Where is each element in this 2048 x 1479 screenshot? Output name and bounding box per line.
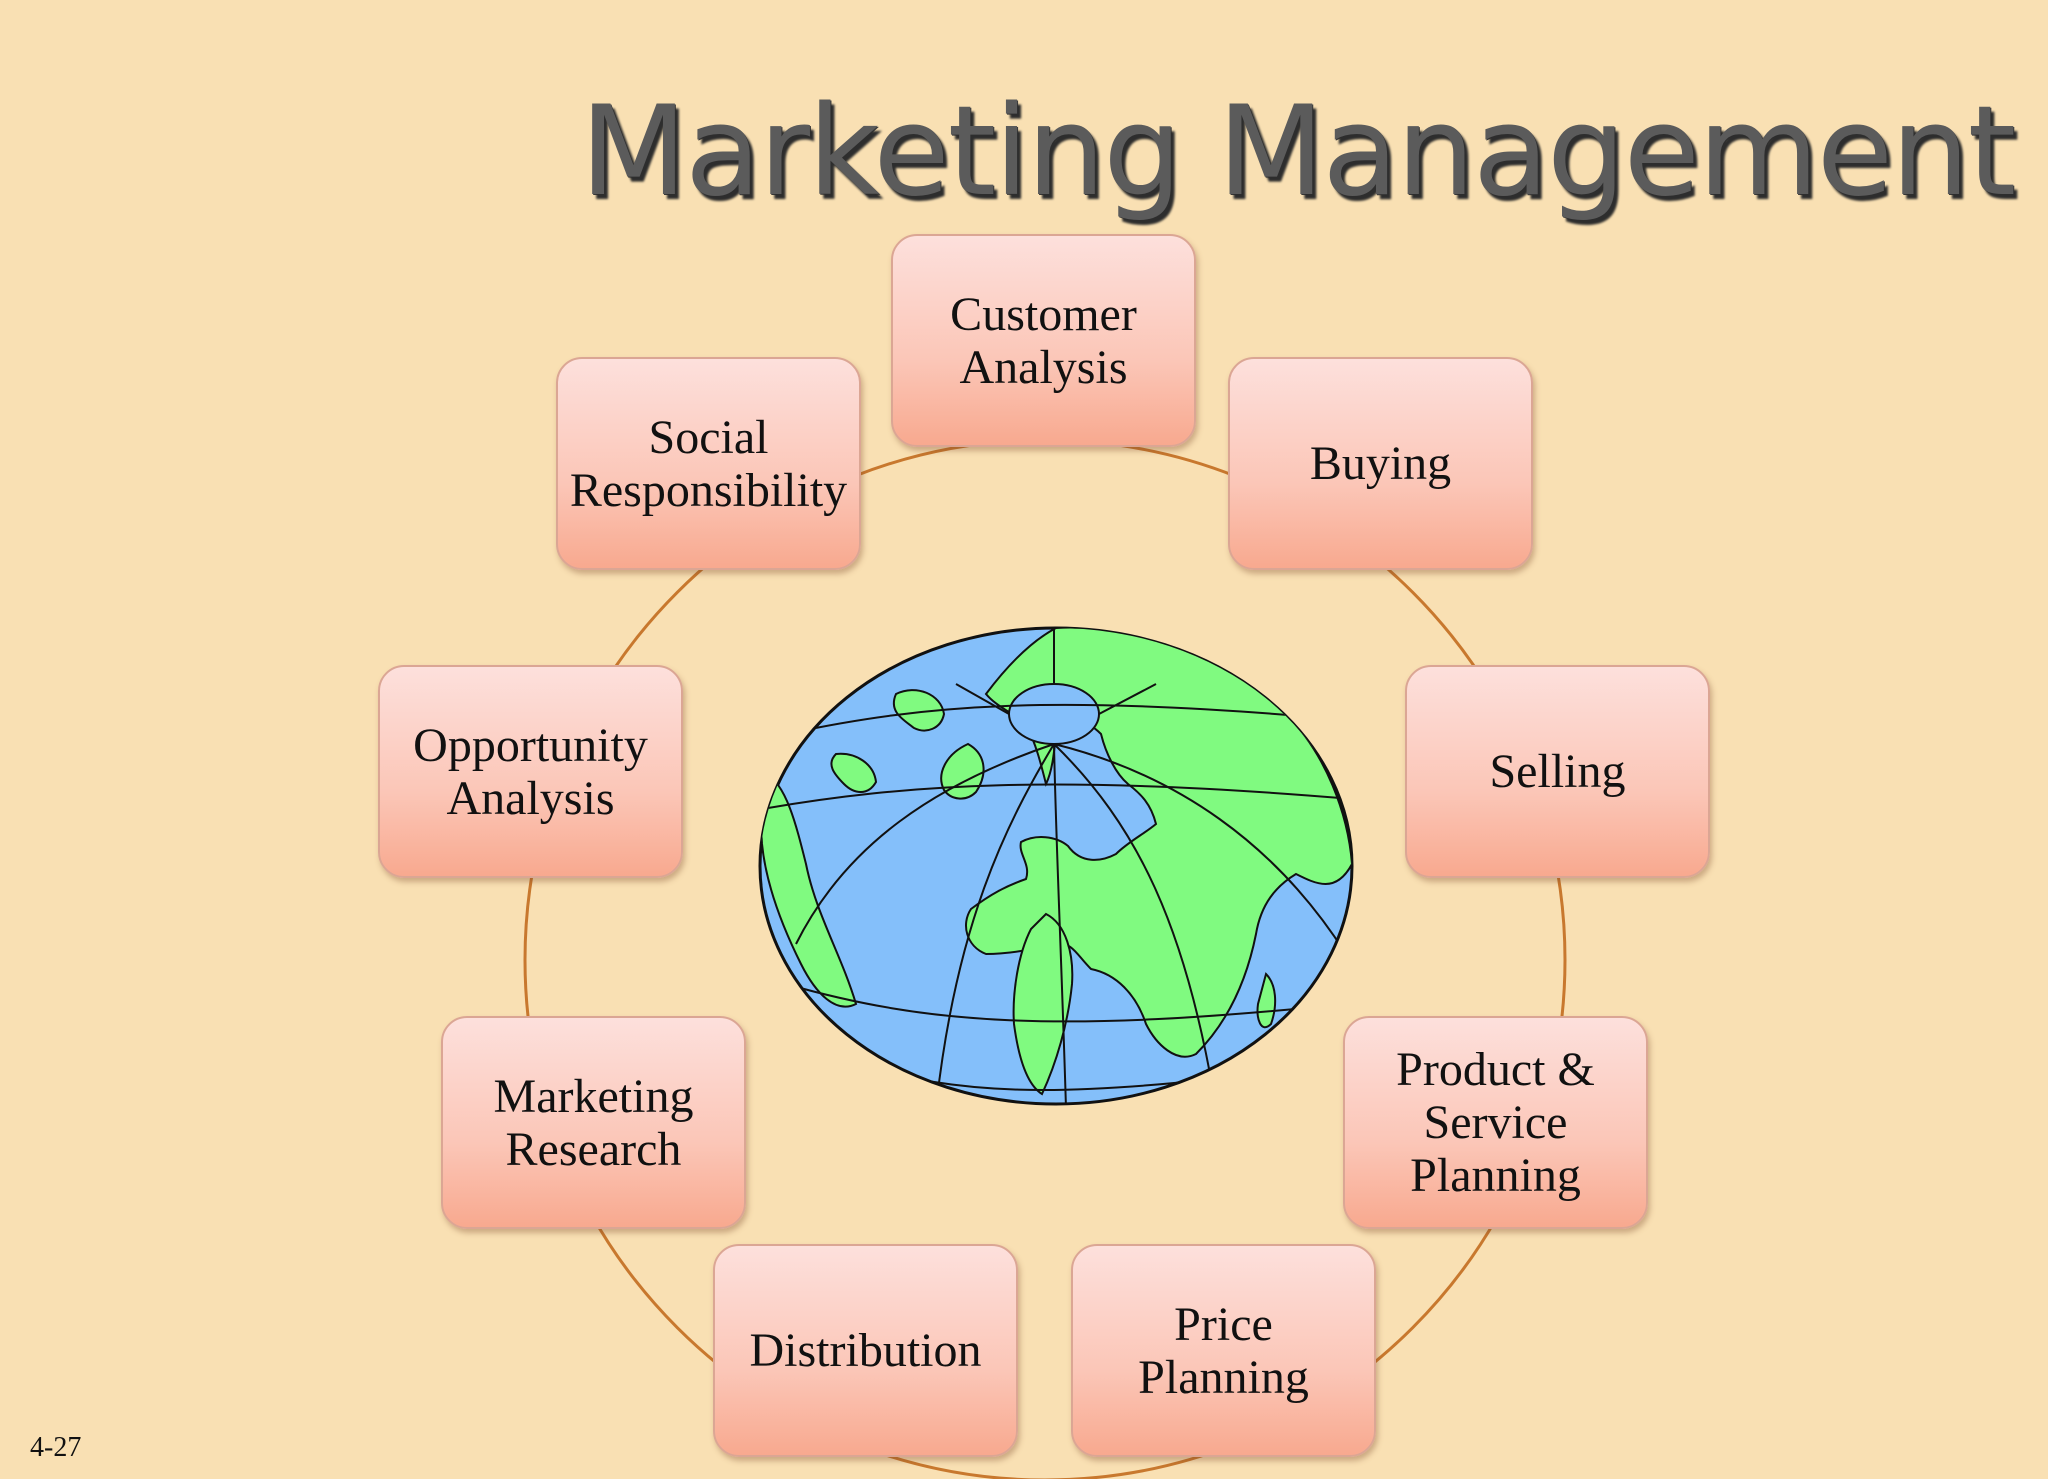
node-label: Buying bbox=[1309, 437, 1452, 490]
node-buying[interactable]: Buying bbox=[1228, 357, 1533, 570]
node-label: Selling bbox=[1489, 745, 1626, 798]
slide-title: Marketing Management bbox=[580, 80, 2016, 224]
node-label: Product & Service Planning bbox=[1396, 1043, 1595, 1202]
node-social-responsibility[interactable]: Social Responsibility bbox=[556, 357, 861, 570]
node-label: Distribution bbox=[749, 1324, 982, 1377]
node-label: Social Responsibility bbox=[569, 410, 848, 517]
node-price-planning[interactable]: Price Planning bbox=[1071, 1244, 1376, 1457]
node-label: Price Planning bbox=[1138, 1297, 1309, 1404]
node-customer-analysis[interactable]: Customer Analysis bbox=[891, 234, 1196, 447]
globe-icon bbox=[758, 626, 1354, 1106]
node-distribution[interactable]: Distribution bbox=[713, 1244, 1018, 1457]
node-product-service-planning[interactable]: Product & Service Planning bbox=[1343, 1016, 1648, 1229]
node-label: Marketing Research bbox=[493, 1069, 694, 1176]
node-label: Customer Analysis bbox=[950, 287, 1137, 394]
slide-number: 4-27 bbox=[30, 1432, 82, 1463]
node-label: Opportunity Analysis bbox=[413, 718, 648, 825]
node-selling[interactable]: Selling bbox=[1405, 665, 1710, 878]
node-marketing-research[interactable]: Marketing Research bbox=[441, 1016, 746, 1229]
node-opportunity-analysis[interactable]: Opportunity Analysis bbox=[378, 665, 683, 878]
